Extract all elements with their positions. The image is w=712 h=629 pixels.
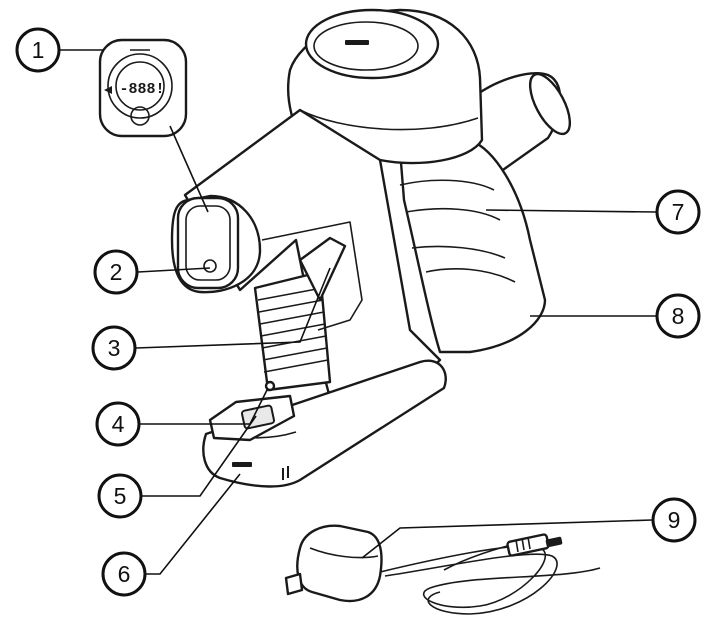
motor-top-inner xyxy=(313,21,419,71)
power-button-ring xyxy=(203,259,217,273)
display-dial xyxy=(107,53,173,119)
motor-band xyxy=(299,109,479,131)
leader-1-to-display xyxy=(169,125,209,213)
connector-tip xyxy=(545,536,563,548)
top-logo xyxy=(345,40,369,45)
callout-3: 3 xyxy=(91,325,137,371)
connector-grip-lines xyxy=(515,536,531,553)
grip-rib xyxy=(257,287,323,301)
display-dial-inner xyxy=(115,61,165,111)
vacuum-handheld-unit xyxy=(170,8,572,488)
cyclone-ring-low xyxy=(411,245,506,259)
callout-4: 4 xyxy=(95,401,141,447)
callout-4-label: 4 xyxy=(112,411,125,437)
callout-2-label: 2 xyxy=(110,259,123,285)
cyclone-ring-mid xyxy=(405,207,501,221)
display-mode-indicator-icon xyxy=(104,86,112,94)
grip-rib xyxy=(259,311,325,325)
charger xyxy=(284,524,601,615)
leader-9 xyxy=(361,519,653,559)
callout-6-label: 6 xyxy=(118,561,131,587)
callout-2: 2 xyxy=(93,249,139,295)
callout-5: 5 xyxy=(97,473,143,519)
callout-7-label: 7 xyxy=(672,199,685,225)
callout-9-label: 9 xyxy=(668,507,681,533)
display-power-button xyxy=(130,106,150,126)
grip-rib xyxy=(260,323,326,337)
charger-cable-loop xyxy=(384,553,558,615)
callout-9: 9 xyxy=(651,497,697,543)
callout-8: 8 xyxy=(655,293,701,339)
grip-rib xyxy=(263,359,329,373)
handle-frame-inner xyxy=(261,221,363,331)
battery-logo xyxy=(232,462,252,467)
leader-lines xyxy=(60,49,657,575)
display-readout: -888! xyxy=(119,81,164,98)
display-panel-inner xyxy=(185,205,231,281)
leader-3 xyxy=(135,267,331,349)
cyclone-body xyxy=(398,138,547,354)
adapter-face xyxy=(309,547,379,559)
charger-adapter-body xyxy=(296,524,383,603)
charger-cable xyxy=(379,545,601,608)
grip-ribs xyxy=(257,287,329,373)
leader-6 xyxy=(146,473,241,575)
display-inset: -888! xyxy=(98,38,188,138)
vent-slot xyxy=(282,468,284,480)
battery-vents xyxy=(282,466,289,480)
leader-7 xyxy=(485,209,657,213)
trigger xyxy=(298,236,347,302)
outlet-tube-end xyxy=(528,72,572,136)
adapter-plug-prongs xyxy=(284,572,304,596)
dust-bin-seam xyxy=(425,268,516,283)
cyclone-ring-upper xyxy=(399,179,495,191)
leader-5 xyxy=(142,415,257,497)
callout-7: 7 xyxy=(655,189,701,235)
charger-plug-connector xyxy=(506,533,563,557)
grip-rib xyxy=(258,299,324,313)
callout-5-label: 5 xyxy=(114,483,127,509)
callout-8-label: 8 xyxy=(672,303,685,329)
callout-1-label: 1 xyxy=(32,37,45,63)
callout-6: 6 xyxy=(101,551,147,597)
vent-slot xyxy=(287,466,289,478)
display-panel xyxy=(176,196,240,290)
callout-3-label: 3 xyxy=(108,335,121,361)
callout-1: 1 xyxy=(15,27,61,73)
grip-rib xyxy=(262,347,328,361)
battery-pack xyxy=(202,359,447,488)
leader-2 xyxy=(137,267,211,273)
